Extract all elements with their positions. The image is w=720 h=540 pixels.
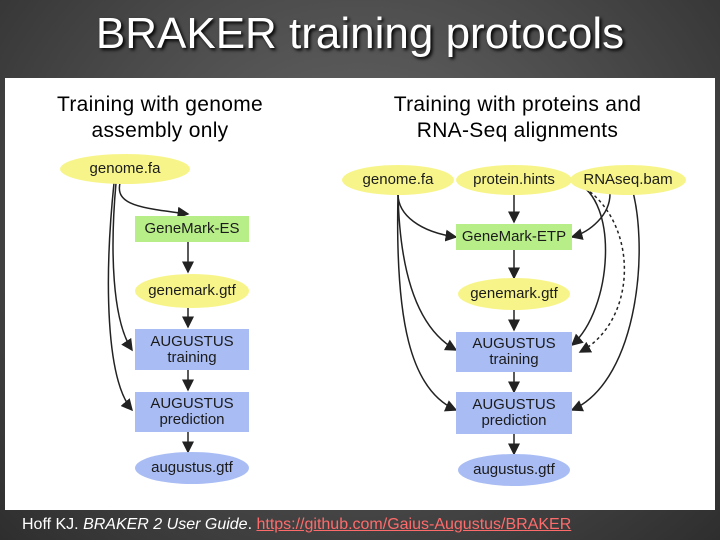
right-rnaseq-bam-label: RNAseq.bam [583, 171, 673, 188]
right-genemark-etp-box: GeneMark-ETP [456, 224, 572, 250]
left-genemark-es-box: GeneMark-ES [135, 216, 249, 242]
arrow-right-genome-to-prediction [396, 193, 458, 412]
left-augustus-training-label-2: training [167, 348, 217, 366]
right-augustus-prediction-box: AUGUSTUS prediction [456, 392, 572, 434]
left-augustus-prediction-label-2: prediction [159, 411, 225, 428]
left-caption: Training with genome assembly only [57, 93, 263, 142]
right-genome-fa-label: genome.fa [362, 171, 434, 188]
right-augustus-training-box: AUGUSTUS training [456, 332, 572, 372]
left-augustus-training-label-1: AUGUSTUS [150, 332, 234, 350]
arrow-left-genome-to-prediction [107, 182, 133, 412]
citation-link[interactable]: https://github.com/Gaius-Augustus/BRAKER [256, 516, 572, 533]
left-augustus-prediction-label-1: AUGUSTUS [150, 395, 234, 412]
arrow-right-hints-dotted-to-training [574, 181, 626, 353]
left-augustus-training-box: AUGUSTUS training [135, 329, 249, 370]
right-augustus-prediction-label-2: prediction [481, 412, 547, 429]
right-genemark-gtf-label: genemark.gtf [470, 285, 558, 302]
right-rnaseq-bam-node: RNAseq.bam [570, 165, 686, 195]
arrow-right-genome-to-gmetp [397, 193, 458, 242]
arrow-right-genome-to-training [397, 193, 458, 351]
arrow-right-hints-to-training [570, 181, 607, 346]
arrow-left-genome-to-gmes [118, 182, 190, 219]
arrow-right-rnaseq-to-gmetp [570, 193, 611, 240]
right-genemark-gtf-node: genemark.gtf [458, 278, 570, 310]
citation-guide-title: BRAKER 2 User Guide [83, 516, 248, 533]
left-augustus-gtf-label: augustus.gtf [151, 459, 233, 476]
right-caption: Training with proteins and RNA-Seq align… [393, 93, 642, 142]
citation-author: Hoff KJ. [22, 516, 84, 533]
left-genemark-gtf-label: genemark.gtf [148, 282, 236, 299]
right-augustus-prediction-label-1: AUGUSTUS [472, 396, 556, 413]
citation-separator: . [247, 516, 257, 533]
citation-footer: Hoff KJ. BRAKER 2 User Guide. https://gi… [22, 513, 702, 537]
left-genemark-gtf-node: genemark.gtf [135, 274, 249, 308]
diagram-panel [5, 78, 715, 510]
right-protein-hints-node: protein.hints [456, 165, 572, 195]
left-genome-fa-node: genome.fa [60, 154, 190, 184]
left-augustus-prediction-box: AUGUSTUS prediction [135, 392, 249, 432]
right-augustus-gtf-label: augustus.gtf [473, 461, 555, 478]
right-genemark-etp-label: GeneMark-ETP [461, 228, 567, 245]
arrow-left-genome-to-training [112, 182, 133, 352]
slide-title: BRAKER training protocols [95, 9, 625, 58]
left-genemark-es-label: GeneMark-ES [144, 220, 240, 237]
right-augustus-training-label-2: training [489, 351, 539, 368]
right-genome-fa-node: genome.fa [342, 165, 454, 195]
arrow-right-rnaseq-to-prediction [570, 181, 640, 412]
right-augustus-training-label-1: AUGUSTUS [472, 335, 556, 352]
right-augustus-gtf-node: augustus.gtf [458, 454, 570, 486]
left-genome-fa-label: genome.fa [89, 160, 161, 177]
right-protein-hints-label: protein.hints [473, 171, 555, 188]
left-augustus-gtf-node: augustus.gtf [135, 452, 249, 484]
